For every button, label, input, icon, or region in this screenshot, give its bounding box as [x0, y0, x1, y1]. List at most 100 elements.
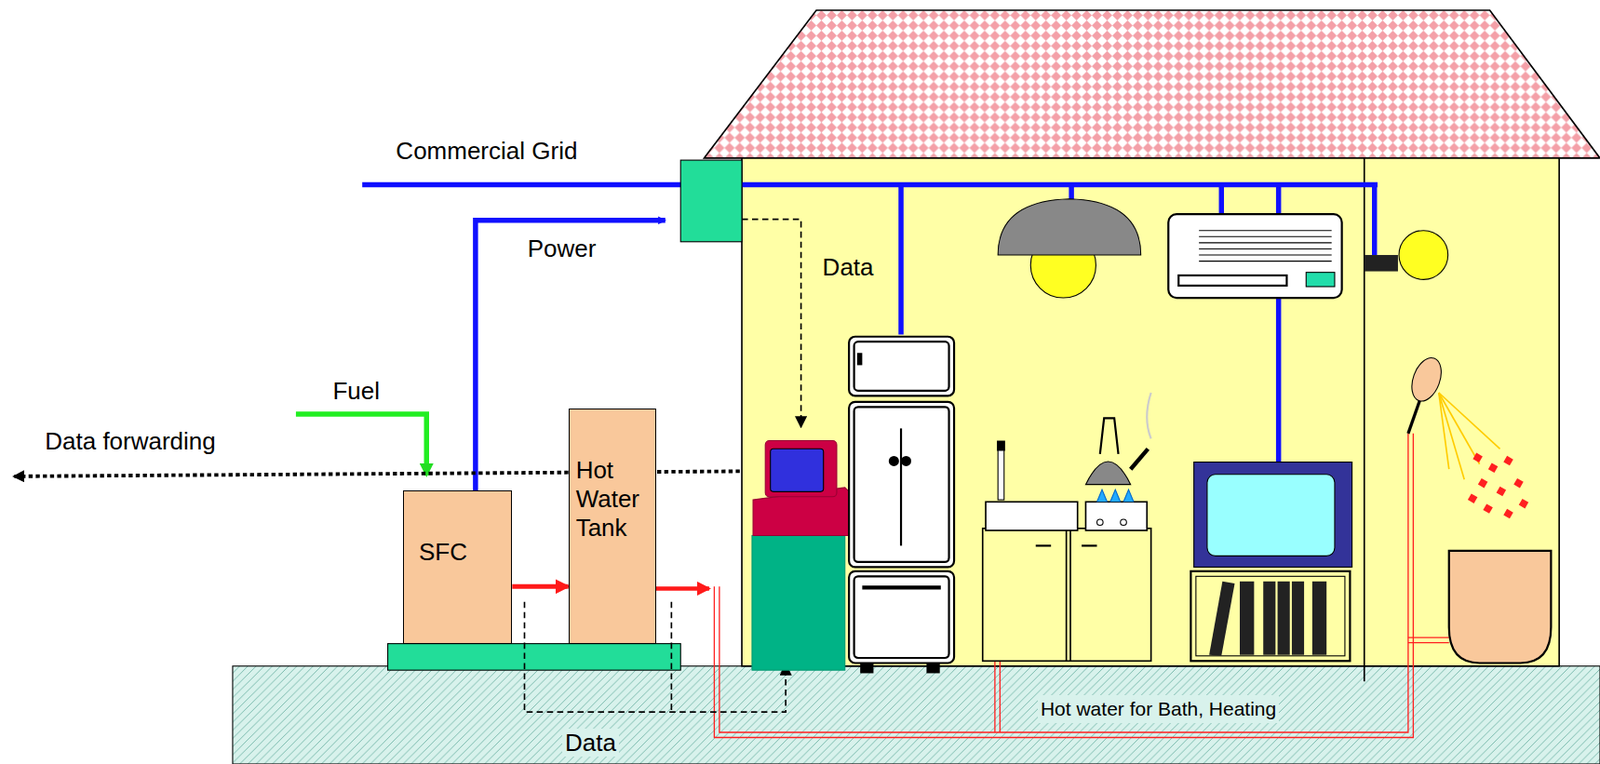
- fuel-label: Fuel: [332, 376, 380, 405]
- illustration-shape: [1449, 551, 1552, 664]
- illustration-shape: [703, 10, 1600, 159]
- heat-flow-arrow: [511, 584, 568, 590]
- illustration-shape: [1496, 486, 1506, 497]
- illustration-shape: [765, 441, 837, 498]
- illustration-shape: [1198, 242, 1332, 243]
- illustration-shape: [900, 428, 902, 546]
- illustration-shape: [982, 501, 1152, 661]
- hot-water-tank-box: Hot Water Tank: [568, 408, 657, 645]
- illustration-shape: [1503, 456, 1513, 466]
- illustration-shape: [1478, 478, 1488, 488]
- illustration-shape: [770, 448, 824, 492]
- node-text: SFC: [418, 537, 508, 567]
- illustration-shape: [1035, 544, 1051, 547]
- illustration-shape: [1408, 395, 1422, 434]
- illustration-shape: [848, 402, 955, 568]
- illustration-shape: [1097, 519, 1104, 526]
- illustration-shape: [1467, 493, 1478, 503]
- illustration-shape: [1438, 392, 1501, 480]
- illustration-shape: [1146, 392, 1151, 439]
- illustration-shape: [741, 158, 1560, 667]
- illustration-shape: [1198, 248, 1332, 250]
- illustration-shape: [232, 666, 1600, 764]
- illustration-shape: [848, 571, 955, 664]
- illustration-shape: [1209, 581, 1235, 657]
- illustration-shape: [1198, 260, 1332, 262]
- illustration-shape: [1069, 528, 1072, 661]
- illustration-shape: [888, 456, 900, 467]
- hot-water-label: Hot water for Bath, Heating: [1037, 695, 1279, 724]
- illustration-shape: [1178, 275, 1287, 286]
- illustration-shape: [997, 448, 1005, 500]
- illustration-shape: [848, 336, 955, 664]
- illustration-shape: [1100, 417, 1119, 454]
- illustration-shape: [1472, 453, 1482, 463]
- illustration-shape: [1196, 576, 1345, 656]
- illustration-shape: [1198, 236, 1332, 238]
- illustration-shape: [857, 352, 862, 365]
- illustration-shape: [1081, 544, 1097, 547]
- illustration-shape: [1363, 158, 1366, 682]
- illustration-shape: [752, 535, 846, 671]
- illustration-shape: [1438, 392, 1501, 449]
- illustration-shape: [982, 528, 1152, 661]
- illustration-shape: [926, 662, 940, 673]
- illustration-shape: [388, 644, 682, 671]
- illustration-shape: [898, 184, 903, 335]
- illustration-shape: [1438, 392, 1465, 480]
- illustration-shape: [713, 433, 1413, 739]
- illustration-shape: [741, 219, 802, 428]
- illustration-shape: [900, 456, 912, 467]
- illustration-shape: [1482, 503, 1493, 513]
- illustration-shape: [1263, 581, 1276, 656]
- illustration-shape: [854, 341, 950, 391]
- illustration-shape: [1085, 461, 1130, 485]
- illustration-shape: [1194, 462, 1353, 568]
- illustration-shape: [1097, 489, 1134, 502]
- illustration-shape: [1130, 448, 1149, 470]
- illustration-shape: [860, 662, 874, 673]
- illustration-shape: [1408, 637, 1450, 643]
- illustration-shape: [1503, 509, 1513, 519]
- illustration-shape: [861, 585, 941, 590]
- illustration-shape: [1219, 184, 1224, 215]
- data-label: Data: [562, 728, 619, 757]
- illustration-shape: [1065, 528, 1068, 661]
- illustration-shape: [1488, 463, 1498, 473]
- illustration-shape: [1371, 184, 1377, 256]
- node-text: Hot Water Tank: [576, 456, 652, 543]
- illustration-shape: [1198, 254, 1332, 256]
- illustration-shape: [997, 199, 1141, 256]
- illustration-shape: [1398, 230, 1449, 281]
- data-forwarding-label: Data forwarding: [44, 427, 216, 456]
- illustration-shape: [1513, 478, 1523, 488]
- illustration-shape: [1209, 581, 1327, 657]
- illustration-shape: [854, 576, 950, 659]
- illustration-shape: [1168, 214, 1342, 298]
- illustration-shape: [1085, 501, 1147, 531]
- illustration-shape: [1198, 229, 1332, 231]
- grid-label: Commercial Grid: [395, 136, 578, 165]
- illustration-shape: [848, 336, 955, 397]
- illustration-shape: [719, 433, 1409, 733]
- illustration-shape: [1207, 474, 1335, 557]
- illustration-shape: [1305, 272, 1335, 287]
- illustration-shape: [680, 160, 742, 243]
- illustration-shape: [1277, 581, 1291, 656]
- illustration-shape: [1312, 581, 1327, 656]
- data-label: Data: [822, 253, 874, 282]
- illustration-shape: [1190, 571, 1350, 661]
- fuel-cell-box: SFC: [403, 490, 512, 644]
- illustration-shape: [996, 441, 1006, 452]
- illustration-shape: [854, 406, 950, 563]
- illustration-shape: [1438, 392, 1480, 465]
- illustration-shape: [295, 414, 427, 476]
- illustration-shape: [713, 433, 1449, 739]
- illustration-shape: [1519, 498, 1529, 509]
- illustration-shape: [1438, 392, 1450, 470]
- illustration-shape: [656, 586, 710, 591]
- illustration-shape: [1068, 184, 1074, 200]
